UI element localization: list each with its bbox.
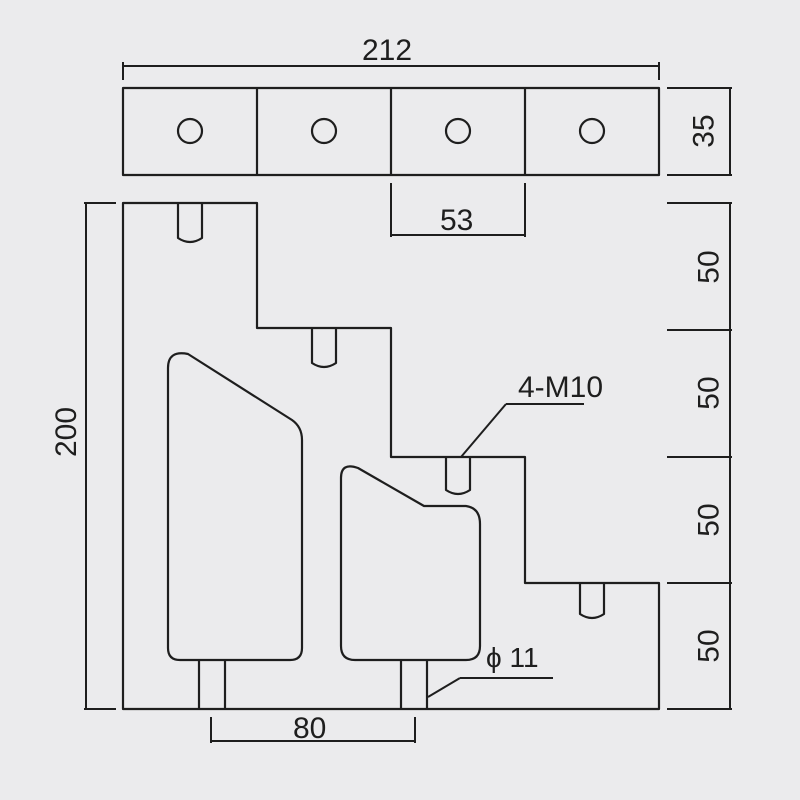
hole-icon: [444, 117, 472, 145]
dimension-total-height: [84, 202, 116, 710]
dimension-overall-width: [122, 62, 660, 80]
label-pin-spacing: 80: [293, 712, 327, 745]
front-view-outline: [121, 201, 661, 711]
dimension-top-height: [667, 87, 732, 176]
label-pin-diameter: ϕ 11: [486, 642, 539, 673]
top-view: [121, 86, 661, 177]
label-step-3: 50: [692, 503, 726, 537]
label-overall-width: 212: [362, 34, 413, 67]
hole-icon: [176, 117, 204, 145]
label-thread-callout: 4-M10: [518, 371, 604, 404]
leader-thread: [460, 403, 584, 458]
label-segment-pitch: 53: [440, 204, 474, 237]
dimension-pin-spacing: [210, 717, 416, 743]
label-step-1: 50: [692, 250, 726, 284]
hole-icon: [578, 117, 606, 145]
pocket-left: [166, 352, 304, 662]
dimension-steps: [667, 202, 732, 710]
leader-pin-diameter: [427, 677, 553, 698]
pocket-right: [339, 465, 482, 662]
label-step-4: 50: [692, 629, 726, 663]
label-total-height: 200: [50, 406, 84, 458]
hole-icon: [310, 117, 338, 145]
threaded-holes: [176, 203, 606, 620]
dimension-segment-pitch: [390, 183, 526, 237]
label-step-2: 50: [692, 376, 726, 410]
label-top-height: 35: [687, 114, 721, 148]
locating-pins: [197, 660, 429, 709]
